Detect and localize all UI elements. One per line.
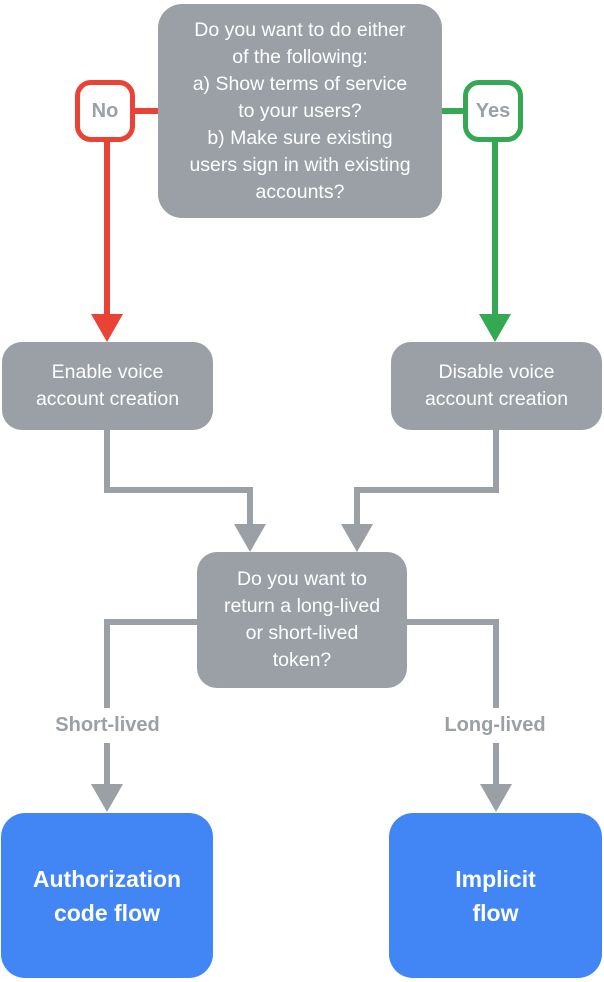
short-lived-horizontal-line [104, 619, 197, 625]
no-branch-vertical-line [104, 140, 110, 316]
branch-badge-no: No [75, 80, 135, 142]
short-lived-arrowhead-icon [91, 784, 123, 812]
no-branch-arrowhead-icon [91, 314, 123, 342]
merge-right-horizontal-line [354, 487, 499, 493]
decision-node-token-lifetime: Do you want to return a long-lived or sh… [197, 552, 407, 688]
long-lived-horizontal-line [407, 619, 499, 625]
merge-left-drop-line [247, 487, 253, 527]
yes-branch-horizontal-line [442, 108, 463, 114]
merge-right-vertical-line [493, 430, 499, 493]
process-node-disable-voice-account-creation: Disable voice account creation [391, 342, 602, 430]
merge-left-vertical-line [104, 430, 110, 493]
merge-left-arrowhead-icon [234, 524, 266, 552]
result-node-implicit-flow: Implicit flow [389, 813, 602, 978]
merge-left-horizontal-line [104, 487, 253, 493]
yes-branch-arrowhead-icon [479, 314, 511, 342]
merge-right-drop-line [354, 487, 360, 527]
result-node-authorization-code-flow: Authorization code flow [1, 813, 213, 978]
long-lived-arrowhead-icon [480, 784, 512, 812]
no-branch-horizontal-line [135, 108, 158, 114]
merge-right-arrowhead-icon [341, 524, 373, 552]
process-node-enable-voice-account-creation: Enable voice account creation [2, 342, 213, 430]
long-lived-vertical-line [493, 619, 499, 784]
edge-label-short-lived: Short-lived [23, 708, 192, 743]
yes-branch-vertical-line [492, 140, 498, 316]
short-lived-vertical-line [104, 619, 110, 784]
branch-badge-yes: Yes [463, 80, 523, 142]
decision-node-terms-of-service: Do you want to do either of the followin… [158, 4, 442, 218]
edge-label-long-lived: Long-lived [410, 708, 580, 743]
